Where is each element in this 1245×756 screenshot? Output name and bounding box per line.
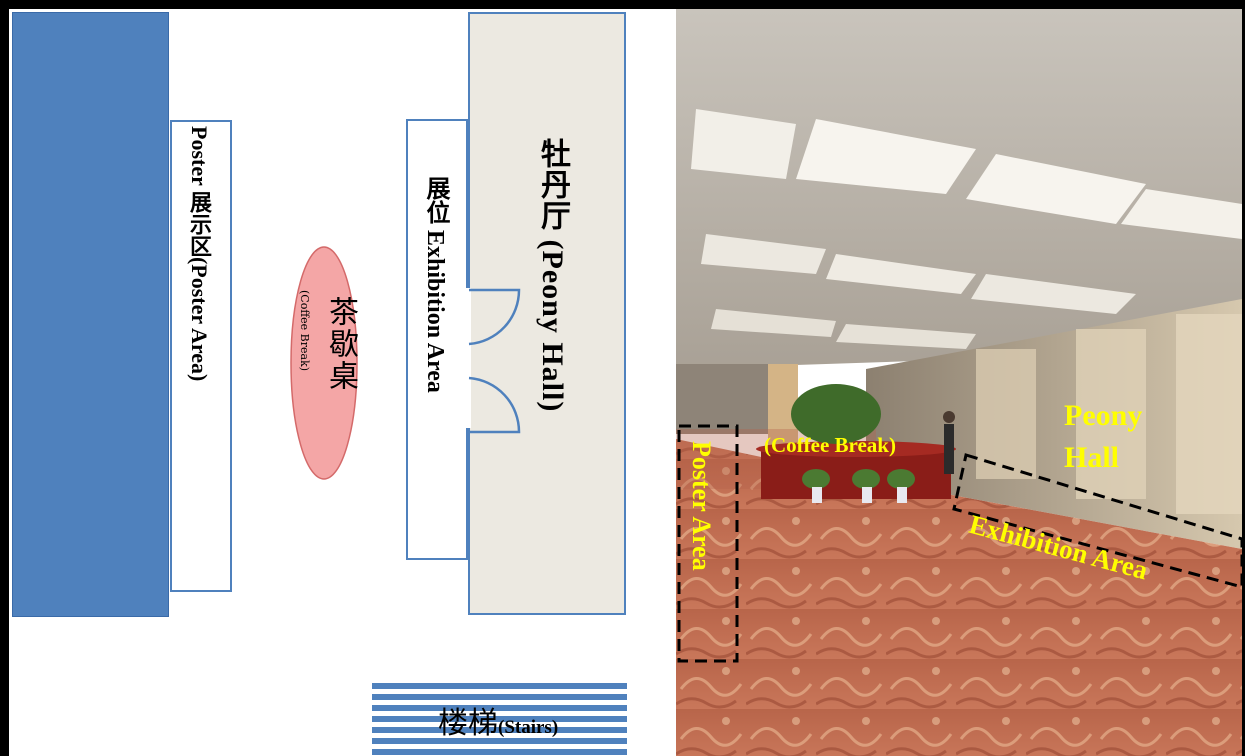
peony-hall-box	[468, 12, 626, 615]
door-swing-icons	[457, 288, 521, 434]
coffee-break-label-en: (Coffee Break)	[298, 290, 311, 372]
hall-photo-scene	[676, 9, 1242, 756]
photo-peony-hall-label: Peony Hall	[1064, 399, 1143, 474]
stairs-block	[372, 683, 627, 756]
coffee-break-table	[290, 246, 358, 480]
poster-area-label: Poster 展示区(Poster Area)	[187, 126, 212, 382]
poster-area-box	[170, 120, 232, 592]
frame-top-border	[0, 0, 1245, 9]
photo-poster-area-label: Poster Area	[687, 441, 716, 571]
frame-left-border	[0, 0, 9, 756]
coffee-break-label-cn: 茶歇桌	[323, 296, 358, 392]
floor-plan: Poster 展示区(Poster Area) 茶歇桌 (Coffee Brea…	[12, 12, 627, 756]
frame-right-border	[1242, 0, 1245, 756]
peony-hall-label: 牡丹厅 (Peony Hall)	[536, 138, 569, 413]
hall-photo: Poster Area (Coffee Break) Peony Hall Ex…	[676, 9, 1242, 756]
photo-coffee-break-label: (Coffee Break)	[764, 433, 896, 457]
stairs-label-en: (Stairs)	[498, 717, 559, 738]
blue-wall-block	[12, 12, 169, 617]
exhibition-area-label: 展位 Exhibition Area	[422, 176, 448, 393]
photo-annotations	[677, 424, 1242, 663]
stairs-label-cn: 楼梯	[438, 706, 498, 741]
stairs-label: 楼梯(Stairs)	[438, 698, 558, 742]
